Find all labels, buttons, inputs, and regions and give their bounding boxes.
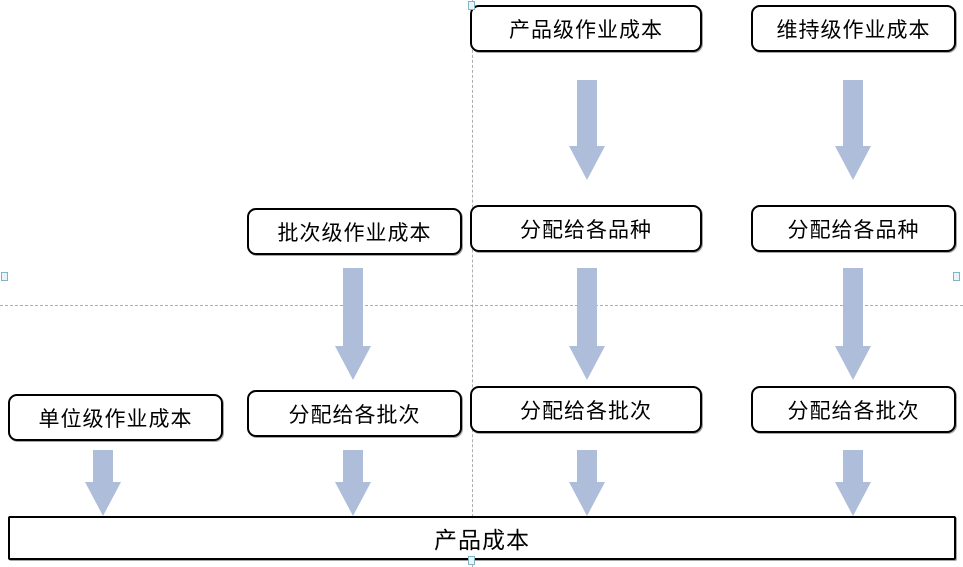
node-product-level-cost[interactable]: 产品级作业成本 (470, 5, 702, 52)
handle-right[interactable] (953, 272, 960, 281)
arrow-batch-to-allocate-left (335, 268, 371, 380)
node-label: 分配给各批次 (520, 399, 652, 423)
node-allocate-batch-mid[interactable]: 分配给各批次 (470, 386, 702, 433)
handle-left[interactable] (1, 272, 8, 281)
node-label: 分配给各品种 (787, 218, 920, 242)
arrow-batchleft-to-product (335, 450, 371, 516)
arrow-sustaining-to-variety (835, 80, 871, 180)
node-unit-level-cost[interactable]: 单位级作业成本 (8, 394, 223, 441)
node-label: 分配给各批次 (787, 399, 920, 423)
node-allocate-variety-right[interactable]: 分配给各品种 (751, 205, 956, 252)
node-label: 产品级作业成本 (509, 18, 663, 42)
node-allocate-batch-left[interactable]: 分配给各批次 (247, 390, 462, 437)
node-label: 单位级作业成本 (38, 407, 193, 431)
node-product-cost[interactable]: 产品成本 (8, 516, 956, 560)
arrow-batchmid-to-product (569, 450, 605, 516)
arrow-batchright-to-product (835, 450, 871, 516)
node-label: 分配给各品种 (520, 218, 652, 242)
arrow-product-to-variety-mid (569, 80, 605, 180)
node-label: 批次级作业成本 (277, 221, 432, 245)
node-label: 分配给各批次 (288, 403, 421, 427)
page-guide-vertical-0 (472, 0, 473, 567)
handle-top[interactable] (468, 1, 475, 10)
node-allocate-batch-right[interactable]: 分配给各批次 (751, 386, 956, 433)
arrow-unit-to-product (85, 450, 121, 516)
node-allocate-variety-mid[interactable]: 分配给各品种 (470, 205, 702, 252)
node-label: 维持级作业成本 (776, 18, 931, 42)
node-batch-level-cost[interactable]: 批次级作业成本 (247, 208, 462, 255)
page-guide-horizontal-0 (0, 305, 963, 306)
handle-bottom[interactable] (468, 556, 475, 565)
node-label: 产品成本 (434, 527, 530, 553)
arrow-variety-to-batch-mid (569, 268, 605, 380)
arrow-variety-to-batch-right (835, 268, 871, 380)
node-sustaining-level-cost[interactable]: 维持级作业成本 (751, 5, 956, 52)
